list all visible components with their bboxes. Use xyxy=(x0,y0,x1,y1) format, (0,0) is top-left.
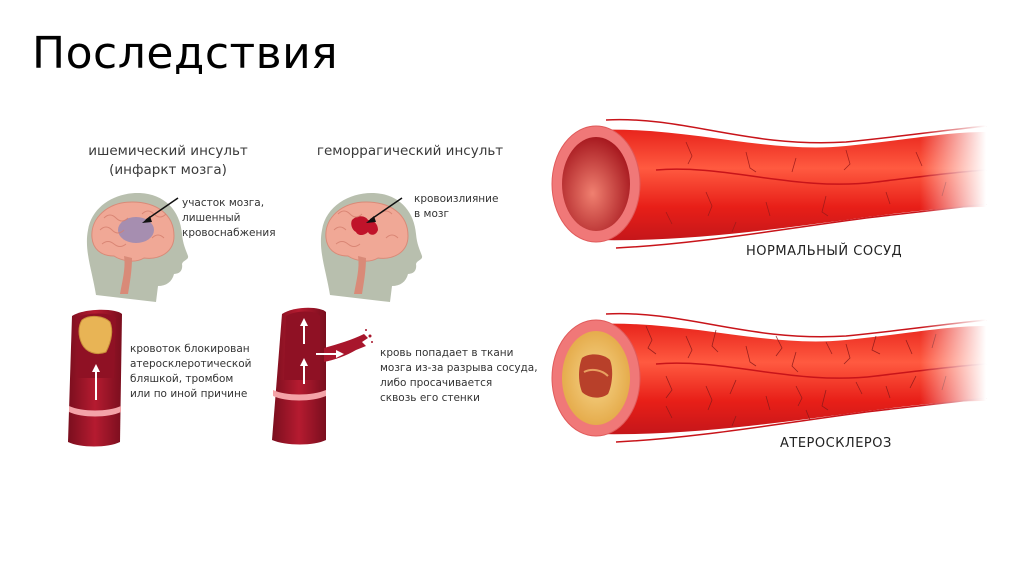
blocked-vessel-illustration xyxy=(68,309,122,447)
ischemic-stroke-heading: ишемический инсульт (инфаркт мозга) xyxy=(48,142,288,180)
ischemic-area-icon xyxy=(118,217,154,243)
blood-leak-icon xyxy=(324,334,368,362)
slide-title: Последствия xyxy=(32,28,339,79)
hemorrhagic-brain-note: кровоизлияние в мозг xyxy=(414,193,499,220)
normal-vessel-illustration xyxy=(546,112,987,252)
atherosclerosis-vessel-illustration xyxy=(546,306,987,446)
hemorrhagic-brain-illustration xyxy=(320,192,423,302)
plaque-icon xyxy=(78,315,113,355)
hemorrhagic-vessel-note: кровь попадает в ткани мозга из-за разры… xyxy=(380,347,538,404)
ischemic-brain-note: участок мозга, лишенный кровоснабжения xyxy=(182,197,276,239)
ischemic-heading-line2: (инфаркт мозга) xyxy=(109,162,227,178)
hemorrhagic-stroke-heading: геморрагический инсульт xyxy=(316,143,504,159)
ischemic-vessel-note: кровоток блокирован атеросклеротической … xyxy=(130,343,252,400)
atherosclerosis-label: АТЕРОСКЛЕРОЗ xyxy=(780,436,892,451)
ischemic-pointer-arrow-icon xyxy=(142,197,179,223)
hemorrhagic-pointer-arrow-icon xyxy=(366,197,403,223)
ischemic-heading-line1: ишемический инсульт xyxy=(88,143,248,159)
ischemic-brain-illustration xyxy=(86,192,189,302)
normal-vessel-label: НОРМАЛЬНЫЙ СОСУД xyxy=(746,244,903,259)
ruptured-vessel-illustration xyxy=(272,307,373,445)
